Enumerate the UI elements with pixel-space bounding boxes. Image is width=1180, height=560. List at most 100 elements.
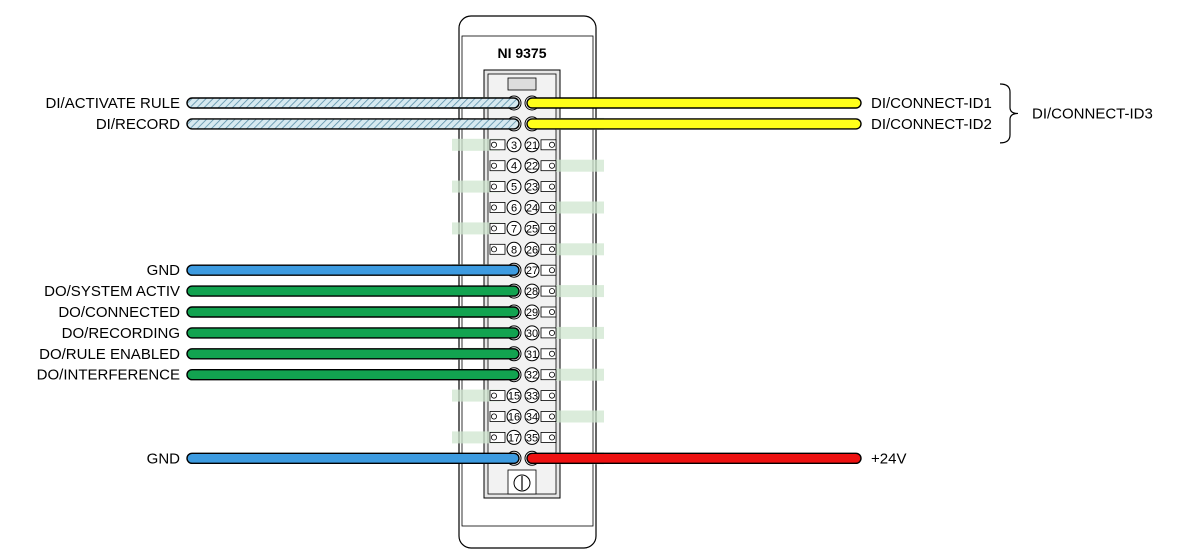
ni-module: NI 9375 12345678910111213141516171819202…: [452, 15, 604, 549]
clamp-slot: [489, 160, 506, 172]
pin-number: 6: [511, 203, 517, 215]
terminal-stripe: [556, 285, 604, 298]
pin-right: 22: [524, 158, 557, 174]
connector-face: [487, 73, 557, 495]
clamp-slot: [540, 264, 557, 276]
group-label: DI/CONNECT-ID3: [1032, 105, 1153, 122]
pin-number: 4: [511, 161, 517, 173]
release-hole-icon: [490, 141, 497, 148]
terminal-stripe: [452, 222, 500, 235]
pin-left: 6: [489, 200, 522, 215]
release-hole-icon: [490, 204, 497, 211]
wire-label: GND: [147, 262, 181, 279]
connect-id-group: DI/CONNECT-ID3: [999, 83, 1153, 144]
wire: DI/RECORD: [96, 116, 520, 133]
pin-number: 24: [526, 203, 538, 215]
wire-line: [186, 264, 520, 276]
pin-right: 29: [524, 304, 557, 320]
pin-left: 17: [489, 429, 522, 445]
pin-terminal: [506, 179, 522, 195]
clamp-slot: [489, 411, 506, 422]
pin-terminal: [506, 200, 522, 215]
clamp-slot: [489, 243, 506, 255]
release-hole-icon: [549, 288, 556, 295]
pin-terminal: [524, 388, 540, 404]
pin-terminal: [524, 283, 540, 299]
wire-label: DI/CONNECT-ID2: [871, 116, 992, 133]
release-hole-icon: [549, 350, 556, 357]
pin-left: 3: [489, 137, 522, 153]
wire: +24V: [526, 450, 906, 467]
pin-terminal: [524, 304, 540, 320]
wire: DO/CONNECTED: [58, 304, 520, 321]
terminal-stripe: [556, 159, 604, 172]
pin-number: 25: [526, 223, 538, 235]
pin-right: 32: [524, 367, 557, 383]
terminal-stripe: [452, 180, 500, 193]
pin-left: 7: [489, 220, 522, 236]
pin-number: 23: [526, 182, 538, 194]
wire: DI/CONNECT-ID2: [526, 116, 992, 133]
wire: GND: [147, 450, 520, 467]
wire: DO/RECORDING: [62, 325, 520, 342]
wire-line: [186, 348, 520, 360]
pin-terminal: [506, 158, 522, 174]
pin-terminal: [524, 220, 540, 236]
release-hole-icon: [549, 267, 556, 274]
wire-line: [186, 306, 520, 318]
pin-right: 23: [524, 179, 557, 195]
clamp-slot: [540, 202, 557, 213]
terminal-stripe: [452, 389, 500, 402]
wire-line: [526, 452, 862, 464]
pin-right: 28: [524, 283, 557, 299]
clamp-slot: [540, 327, 557, 339]
wire-label: GND: [147, 450, 181, 467]
pin-terminal: [506, 220, 522, 236]
pin-right: 21: [524, 137, 557, 153]
terminal-stripe: [556, 368, 604, 381]
pin-right: 33: [524, 388, 557, 404]
pin-terminal: [524, 137, 540, 153]
clamp-slot: [540, 411, 557, 422]
clamp-slot: [489, 390, 506, 402]
pin-number: 21: [526, 140, 538, 152]
pin-terminal: [524, 367, 540, 383]
release-hole-icon: [549, 434, 556, 441]
terminal-stripe: [556, 243, 604, 256]
pin-number: 7: [511, 223, 517, 235]
module-inner-frame: [461, 35, 594, 527]
clamp-slot: [540, 139, 557, 151]
wire-label: DI/RECORD: [96, 116, 180, 133]
wire-line: [186, 97, 520, 109]
pin-right: 35: [524, 429, 557, 445]
release-hole-icon: [549, 371, 556, 378]
pin-number: 30: [526, 328, 538, 340]
pin-number: 29: [526, 307, 538, 319]
release-hole-icon: [490, 183, 497, 190]
release-hole-icon: [549, 204, 556, 211]
clamp-slot: [489, 222, 506, 234]
release-hole-icon: [549, 225, 556, 232]
pin-terminal: [506, 137, 522, 153]
wire-line: [186, 118, 520, 130]
release-hole-icon: [549, 392, 556, 399]
release-hole-icon: [490, 246, 497, 253]
clamp-slot: [540, 160, 557, 172]
pin-terminal: [524, 346, 540, 362]
wire: GND: [147, 262, 520, 279]
pin-terminal: [524, 262, 540, 278]
pin-number: 5: [511, 182, 517, 194]
clamp-slot: [540, 306, 557, 318]
pin-number: 8: [511, 244, 517, 256]
release-hole-icon: [549, 162, 556, 169]
release-hole-icon: [549, 329, 556, 336]
pin-left: 4: [489, 158, 522, 174]
wire: DO/SYSTEM ACTIV: [44, 283, 520, 300]
release-hole-icon: [549, 183, 556, 190]
clamp-slot: [540, 369, 557, 381]
wire-label: +24V: [871, 450, 906, 467]
pin-number: 34: [526, 412, 538, 424]
pin-terminal: [524, 325, 540, 341]
terminal-stripe: [556, 410, 604, 423]
